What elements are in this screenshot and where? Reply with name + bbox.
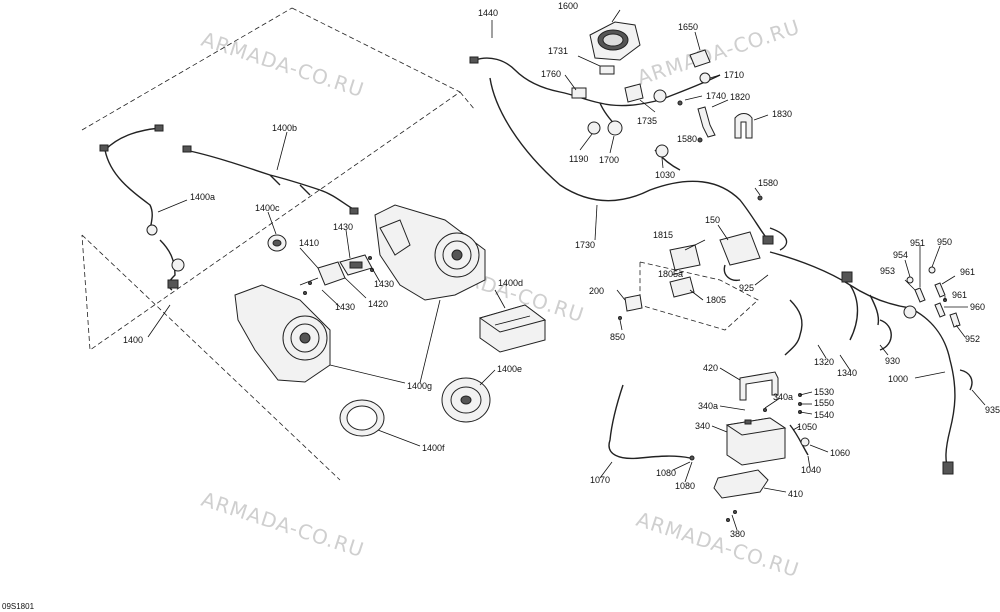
fasteners-950-961 (906, 266, 961, 328)
battery-strap-420 (739, 371, 779, 401)
battery-340 (725, 417, 787, 466)
callout-340: 340 (695, 421, 710, 431)
callout-1070: 1070 (590, 475, 610, 485)
callout-1420: 1420 (368, 299, 388, 309)
callout-1430-bottom: 1430 (335, 302, 355, 312)
battery-tray-410 (713, 469, 769, 499)
watermark-1: ARMADA-CO.RU (198, 27, 367, 102)
callout-1730: 1730 (575, 240, 595, 250)
callout-1580-upper: 1580 (677, 134, 697, 144)
callout-1650: 1650 (678, 22, 698, 32)
callout-1815: 1815 (653, 230, 673, 240)
callout-1731: 1731 (548, 46, 568, 56)
battery-cables (608, 384, 810, 522)
callout-1050: 1050 (797, 422, 817, 432)
callout-1805: 1805 (706, 295, 726, 305)
callout-1400d: 1400d (498, 278, 523, 288)
callout-961-upper: 961 (960, 267, 975, 277)
callout-1430-right: 1430 (374, 279, 394, 289)
callout-380: 380 (730, 529, 745, 539)
callout-935: 935 (985, 405, 1000, 415)
callout-1400c: 1400c (255, 203, 280, 213)
callout-1400f: 1400f (422, 443, 445, 453)
callout-951: 951 (910, 238, 925, 248)
rear-harness-1000 (769, 251, 973, 475)
callout-953: 953 (880, 266, 895, 276)
callout-952: 952 (965, 334, 980, 344)
callout-1710: 1710 (724, 70, 744, 80)
callout-340a-right: 340a (773, 392, 793, 402)
speaker-grille-1400e (441, 377, 491, 423)
callout-1030: 1030 (655, 170, 675, 180)
callout-1830: 1830 (772, 109, 792, 119)
watermark-5: ARMADA-CO.RU (633, 507, 802, 582)
callout-1805a: 1805a (658, 269, 683, 279)
callout-1760: 1760 (541, 69, 561, 79)
callout-930: 930 (885, 356, 900, 366)
callout-1440: 1440 (478, 8, 498, 18)
callout-1735: 1735 (637, 116, 657, 126)
callout-1530: 1530 (814, 387, 834, 397)
callout-1820: 1820 (730, 92, 750, 102)
callout-960: 960 (970, 302, 985, 312)
callout-1600: 1600 (558, 1, 578, 11)
leader-lines (147, 9, 986, 531)
callout-1080-upper: 1080 (656, 468, 676, 478)
main-harness-1730 (469, 56, 774, 245)
gauge-cluster-1600 (589, 21, 641, 61)
drawing-code: 09S1801 (2, 602, 35, 611)
callout-1400: 1400 (123, 335, 143, 345)
callout-340a-left: 340a (698, 401, 718, 411)
callout-1400g: 1400g (407, 381, 432, 391)
callout-labels: 1440 1600 1650 1731 1760 1710 1740 1820 … (123, 1, 1000, 539)
callout-925: 925 (739, 283, 754, 293)
callout-850: 850 (610, 332, 625, 342)
electrical-box-parts (618, 227, 788, 331)
audio-assembly-frame (81, 7, 476, 481)
callout-1400b: 1400b (272, 123, 297, 133)
callout-420: 420 (703, 363, 718, 373)
callout-1700: 1700 (599, 155, 619, 165)
callout-1740: 1740 (706, 91, 726, 101)
callout-961-lower: 961 (952, 290, 967, 300)
callout-1580-lower: 1580 (758, 178, 778, 188)
amplifier-1400d (478, 304, 547, 353)
callout-1190: 1190 (569, 154, 588, 164)
callout-1540: 1540 (814, 410, 834, 420)
callout-1430-top: 1430 (333, 222, 353, 232)
callout-1320: 1320 (814, 357, 834, 367)
callout-1400a: 1400a (190, 192, 215, 202)
callout-1040: 1040 (801, 465, 821, 475)
watermark-2: ARMADA-CO.RU (634, 14, 803, 89)
callout-1000: 1000 (888, 374, 908, 384)
upper-right-parts (571, 49, 763, 201)
callout-150: 150 (705, 215, 720, 225)
callout-410: 410 (788, 489, 803, 499)
callout-954: 954 (893, 250, 908, 260)
callout-1340: 1340 (837, 368, 857, 378)
callout-1550: 1550 (814, 398, 834, 408)
callout-200: 200 (589, 286, 604, 296)
callout-1400e: 1400e (497, 364, 522, 374)
callout-1410: 1410 (299, 238, 319, 248)
watermark-4: ARMADA-CO.RU (198, 487, 367, 562)
callout-1080-lower: 1080 (675, 481, 695, 491)
tweeter-1400c (267, 234, 287, 252)
trim-ring-1400f (339, 399, 385, 437)
lower-speaker-housing (234, 284, 331, 383)
callout-1060: 1060 (830, 448, 850, 458)
bracket-1410 (299, 254, 374, 295)
callout-950: 950 (937, 237, 952, 247)
speaker-harness (99, 124, 359, 291)
upper-speaker-housing (374, 204, 486, 301)
